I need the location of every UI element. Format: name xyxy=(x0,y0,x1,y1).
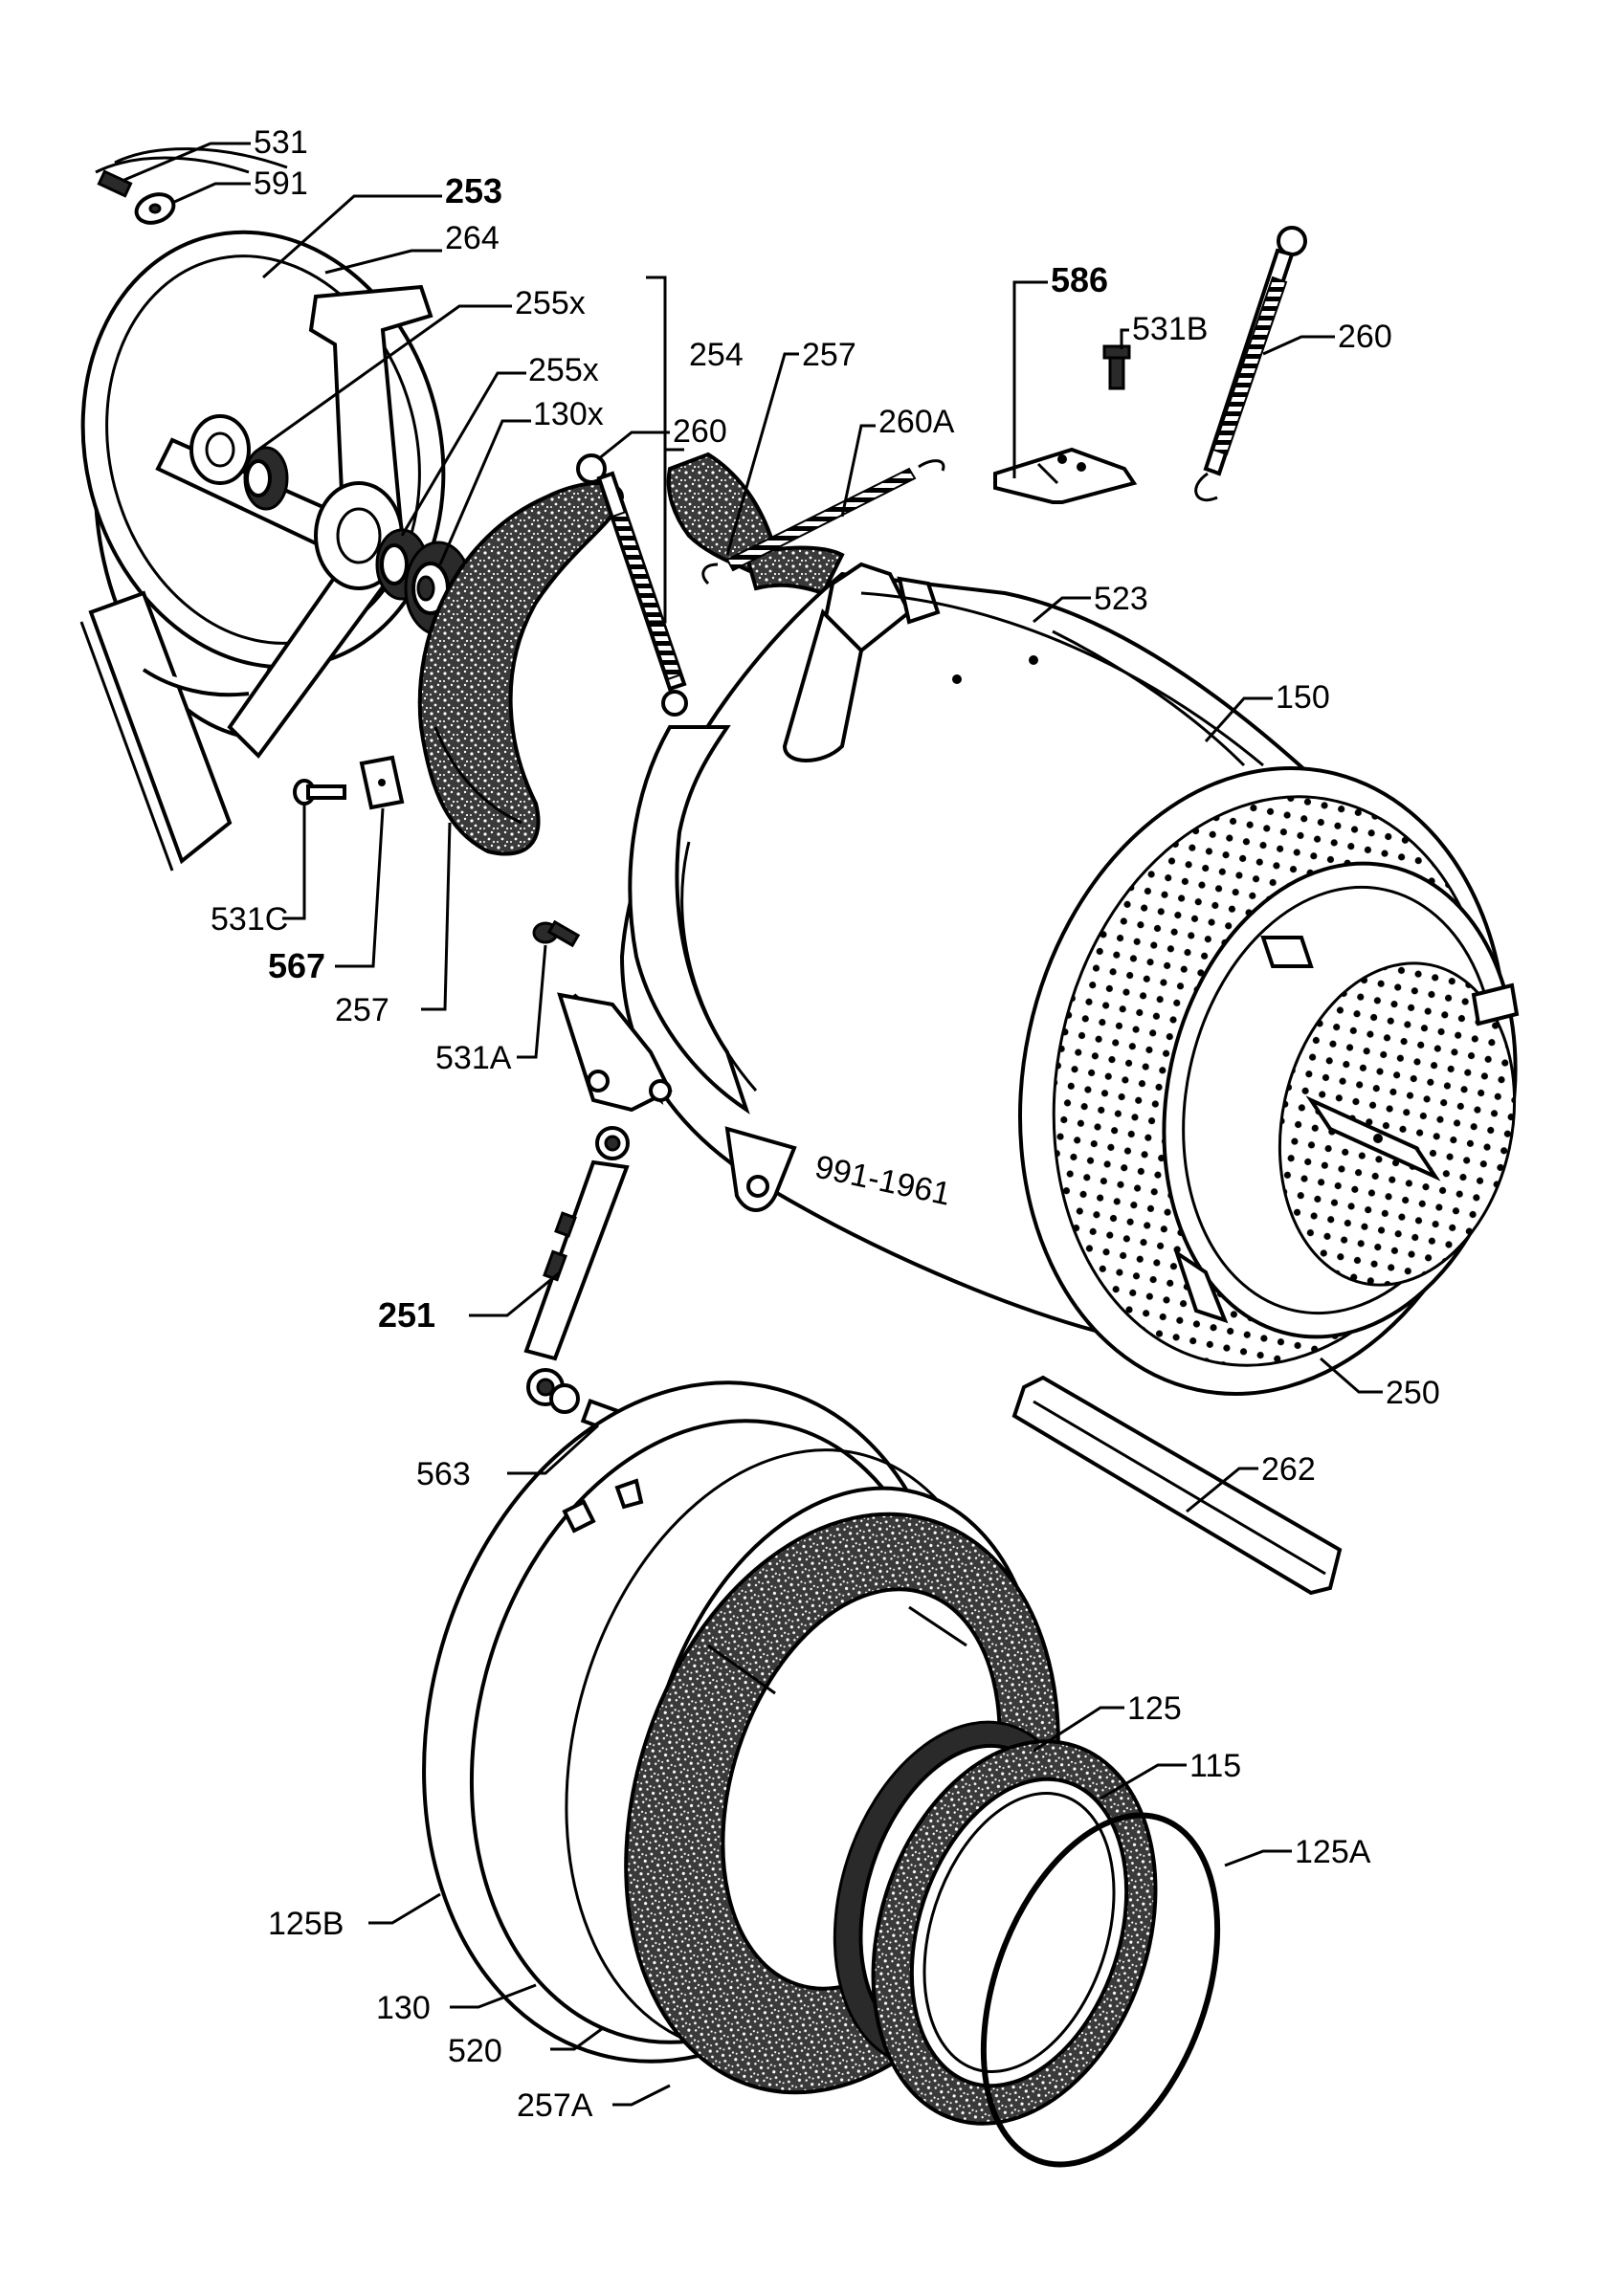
label-125: 125 xyxy=(1127,1690,1182,1727)
counterweight-257-top xyxy=(666,452,845,596)
label-255x-a: 255x xyxy=(515,285,586,321)
label-520: 520 xyxy=(448,2033,502,2069)
clamp-ring-125a xyxy=(980,1812,1221,2168)
baffle-262 xyxy=(1011,1375,1343,1596)
label-260-left: 260 xyxy=(673,413,727,450)
plate-567 xyxy=(359,755,405,810)
label-254: 254 xyxy=(689,337,744,373)
leader-lines xyxy=(123,142,1383,2107)
label-531a: 531A xyxy=(435,1040,512,1076)
label-586: 586 xyxy=(1051,260,1108,299)
label-115: 115 xyxy=(1189,1748,1241,1784)
label-260-right: 260 xyxy=(1338,319,1392,355)
inner-drum-250 xyxy=(1018,766,1520,1396)
label-257-left: 257 xyxy=(335,992,389,1028)
label-591: 591 xyxy=(254,166,308,202)
washer-591 xyxy=(134,192,176,225)
label-563: 563 xyxy=(416,1456,471,1492)
label-125a: 125A xyxy=(1295,1834,1371,1870)
label-250: 250 xyxy=(1386,1375,1440,1411)
screw-531a xyxy=(532,919,581,948)
label-531c: 531C xyxy=(211,901,288,938)
door-gasket-115 xyxy=(871,1739,1158,2126)
label-257a: 257A xyxy=(517,2087,593,2124)
part-labels: 531 591 253 264 255x 255x 130x 254 260 2… xyxy=(211,124,1440,2124)
screw-531b xyxy=(1102,344,1131,390)
label-130: 130 xyxy=(376,1990,431,2026)
drum-spider-264 xyxy=(155,284,433,760)
spring-260-left xyxy=(576,453,688,717)
screw-531c xyxy=(293,779,346,806)
spring-260-right xyxy=(1194,226,1307,502)
bracket-586 xyxy=(993,447,1138,504)
screw-531 xyxy=(97,169,133,198)
label-262: 262 xyxy=(1261,1451,1316,1488)
label-257-top: 257 xyxy=(802,337,856,373)
label-125b: 125B xyxy=(268,1906,344,1942)
label-150: 150 xyxy=(1276,679,1330,716)
label-567: 567 xyxy=(268,946,325,985)
label-260a: 260A xyxy=(878,404,955,440)
label-255x-b: 255x xyxy=(528,352,599,388)
label-523: 523 xyxy=(1094,581,1148,617)
label-130x: 130x xyxy=(533,396,604,432)
label-531b: 531B xyxy=(1132,311,1208,347)
bearing-255x-a xyxy=(243,446,289,511)
label-531: 531 xyxy=(254,124,308,161)
label-264: 264 xyxy=(445,220,500,256)
label-251: 251 xyxy=(378,1295,435,1335)
shock-absorber-251 xyxy=(523,1126,630,1414)
spring-260a xyxy=(701,459,945,585)
label-253: 253 xyxy=(445,171,502,210)
